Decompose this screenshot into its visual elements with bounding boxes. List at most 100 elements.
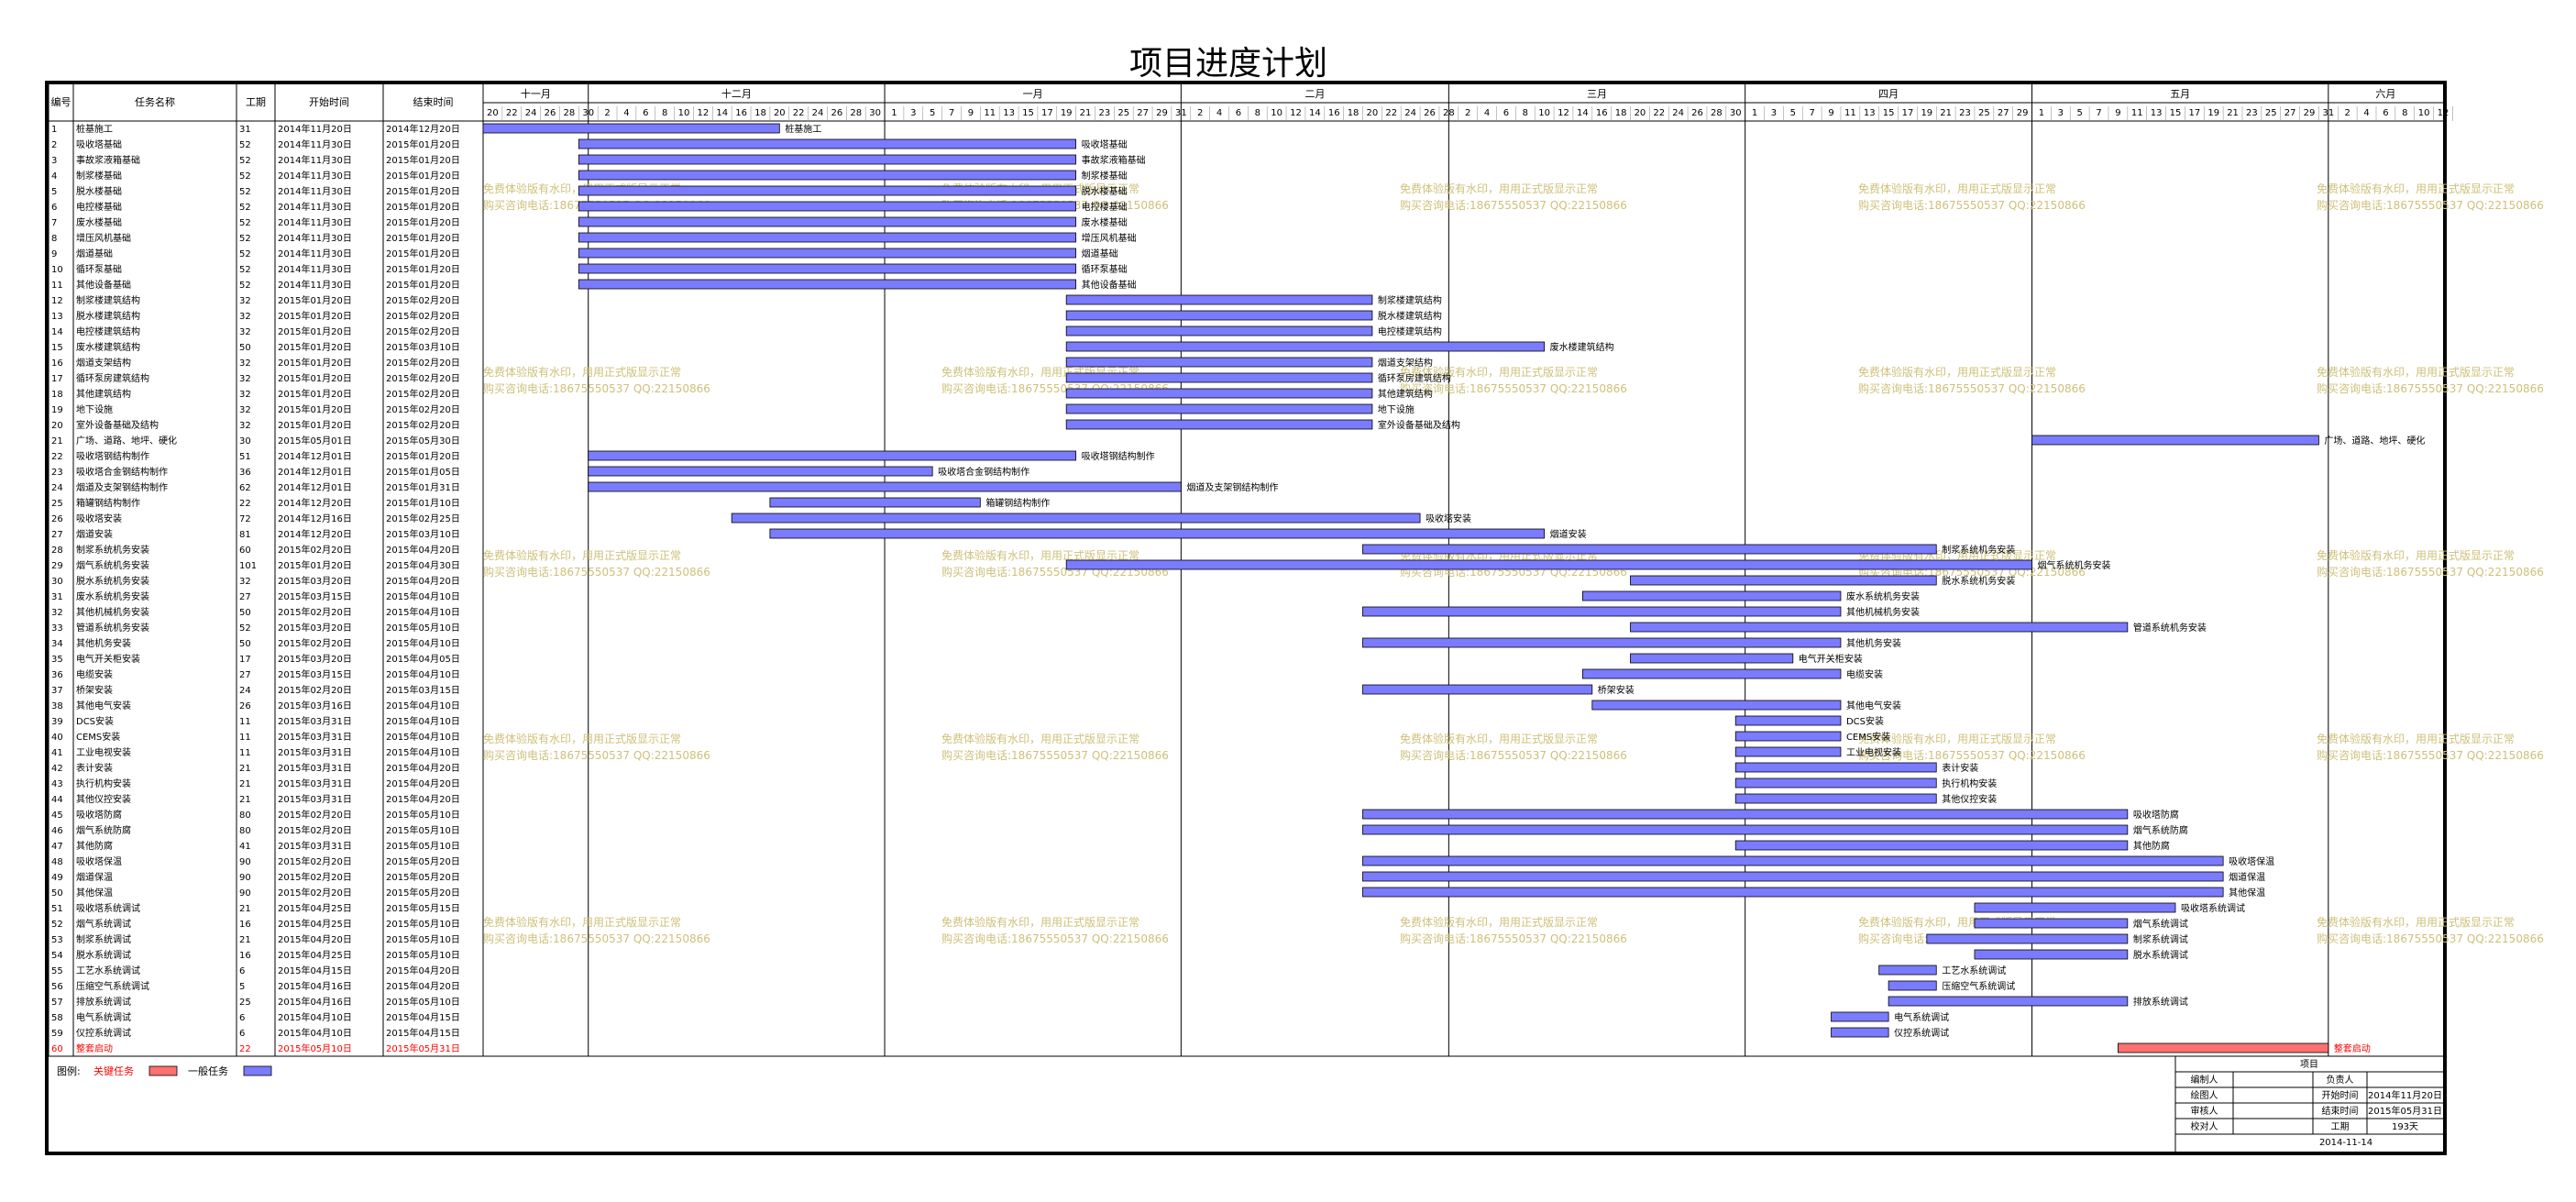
day-tick: 1	[2039, 108, 2044, 118]
task-bar	[1831, 1027, 1889, 1038]
task-name: 吸收塔系统调试	[76, 902, 140, 914]
task-start: 2015年01月20日	[278, 419, 352, 431]
day-tick: 20	[1635, 108, 1646, 118]
info-date: 2014-11-14	[2319, 1138, 2372, 1148]
task-end: 2015年01月20日	[386, 216, 460, 228]
task-start: 2015年02月20日	[278, 684, 352, 696]
task-bar	[1878, 965, 1937, 976]
info-value: 2015年05月31日	[2368, 1105, 2442, 1117]
day-tick: 4	[623, 108, 629, 118]
info-key: 开始时间	[2322, 1089, 2359, 1101]
task-start: 2015年01月20日	[278, 294, 352, 306]
task-end: 2015年05月10日	[386, 840, 460, 852]
day-tick: 20	[487, 108, 499, 118]
task-end: 2015年05月15日	[386, 902, 460, 914]
task-bar	[1065, 388, 1373, 399]
watermark-line2: 购买咨询电话:18675550537 QQ:22150866	[1858, 748, 2086, 762]
task-start: 2014年12月01日	[278, 466, 352, 478]
task-no: 43	[51, 779, 63, 789]
task-dur: 11	[239, 717, 251, 727]
watermark-line1: 免费体验版有水印，用用正式版显示正常	[1858, 732, 2056, 745]
task-name: CEMS安装	[76, 731, 120, 743]
day-tick: 23	[1099, 108, 1111, 118]
task-bar	[1734, 746, 1842, 757]
watermark-line2: 购买咨询电话:18675550537 QQ:22150866	[2317, 932, 2544, 945]
task-end: 2015年05月10日	[386, 809, 460, 821]
day-tick: 9	[2115, 108, 2120, 118]
task-bar	[1734, 793, 1937, 804]
task-no: 37	[51, 686, 63, 696]
task-name: 桥架安装	[76, 684, 113, 696]
watermark-line2: 购买咨询电话:18675550537 QQ:22150866	[941, 932, 1169, 945]
task-name: 烟道支架结构	[76, 357, 131, 369]
task-bar	[578, 248, 1077, 259]
bar-label: 室外设备基础及结构	[1378, 419, 1460, 431]
day-tick: 14	[1309, 108, 1321, 118]
watermark-line2: 购买咨询电话:18675550537 QQ:22150866	[2317, 198, 2544, 212]
task-name: DCS安装	[76, 715, 114, 727]
task-start: 2015年02月20日	[278, 637, 352, 649]
task-start: 2015年04月25日	[278, 949, 352, 961]
day-tick: 10	[2418, 108, 2430, 118]
task-start: 2015年04月10日	[278, 1027, 352, 1039]
day-tick: 18	[1615, 108, 1627, 118]
task-no: 34	[51, 639, 63, 649]
task-dur: 80	[239, 811, 251, 821]
task-bar	[482, 123, 780, 134]
watermark-line1: 免费体验版有水印，用用正式版显示正常	[2317, 732, 2515, 745]
task-bar	[1734, 731, 1842, 742]
task-no: 30	[51, 577, 63, 587]
day-tick: 20	[1367, 108, 1379, 118]
task-bar	[588, 466, 933, 477]
day-tick: 9	[968, 108, 974, 118]
day-tick: 26	[831, 108, 843, 118]
task-name: 其他保温	[76, 887, 113, 899]
task-no: 20	[51, 421, 63, 431]
task-start: 2015年01月20日	[278, 388, 352, 400]
task-no: 10	[51, 265, 63, 275]
day-tick: 8	[1255, 108, 1260, 118]
task-no: 24	[51, 483, 63, 493]
bar-label: 事故浆液箱基础	[1082, 154, 1146, 166]
day-tick: 16	[1596, 108, 1608, 118]
task-name: 其他设备基础	[76, 279, 131, 291]
bar-label: 其他防腐	[2133, 840, 2170, 852]
bar-label: 烟道基础	[1082, 248, 1118, 259]
task-start: 2015年03月31日	[278, 762, 352, 774]
watermark-line2: 购买咨询电话:18675550537 QQ:22150866	[2317, 381, 2544, 395]
bar-label: 吸收塔钢结构制作	[1082, 450, 1155, 462]
task-bar	[1734, 777, 1937, 788]
day-tick: 3	[910, 108, 916, 118]
task-name: 废水系统机务安装	[76, 590, 149, 602]
task-name: 室外设备基础及结构	[76, 419, 159, 431]
watermark-line2: 购买咨询电话:18675550537 QQ:22150866	[2317, 565, 2544, 579]
info-value: 193天	[2392, 1122, 2418, 1132]
watermark-line1: 免费体验版有水印，用用正式版显示正常	[1858, 182, 2056, 195]
task-dur: 32	[239, 374, 251, 384]
month-label: 十一月	[521, 87, 551, 100]
task-name: 其他机械机务安装	[76, 606, 149, 618]
task-end: 2015年01月20日	[386, 263, 460, 275]
task-bar	[1581, 668, 1842, 679]
day-tick: 3	[2058, 108, 2064, 118]
bar-label: 烟气系统调试	[2133, 918, 2188, 930]
task-dur: 81	[239, 530, 251, 540]
day-tick: 26	[1424, 108, 1436, 118]
bar-label: CEMS安装	[1846, 731, 1890, 743]
info-header: 项目	[2300, 1059, 2318, 1070]
day-tick: 8	[2402, 108, 2407, 118]
bar-label: 箱罐钢结构制作	[985, 497, 1050, 509]
day-tick: 8	[662, 108, 667, 118]
task-name: 执行机构安装	[76, 777, 131, 789]
task-name: 废水楼基础	[76, 216, 122, 228]
day-tick: 24	[1404, 108, 1416, 118]
day-tick: 22	[506, 108, 518, 118]
bar-label: 脱水系统机务安装	[1942, 575, 2015, 587]
task-start: 2015年03月20日	[278, 575, 352, 587]
day-tick: 9	[1828, 108, 1833, 118]
task-no: 48	[51, 857, 63, 867]
task-start: 2014年11月30日	[278, 154, 352, 166]
watermark-line2: 购买咨询电话:18675550537 QQ:22150866	[1400, 932, 1627, 945]
task-no: 31	[51, 592, 63, 602]
